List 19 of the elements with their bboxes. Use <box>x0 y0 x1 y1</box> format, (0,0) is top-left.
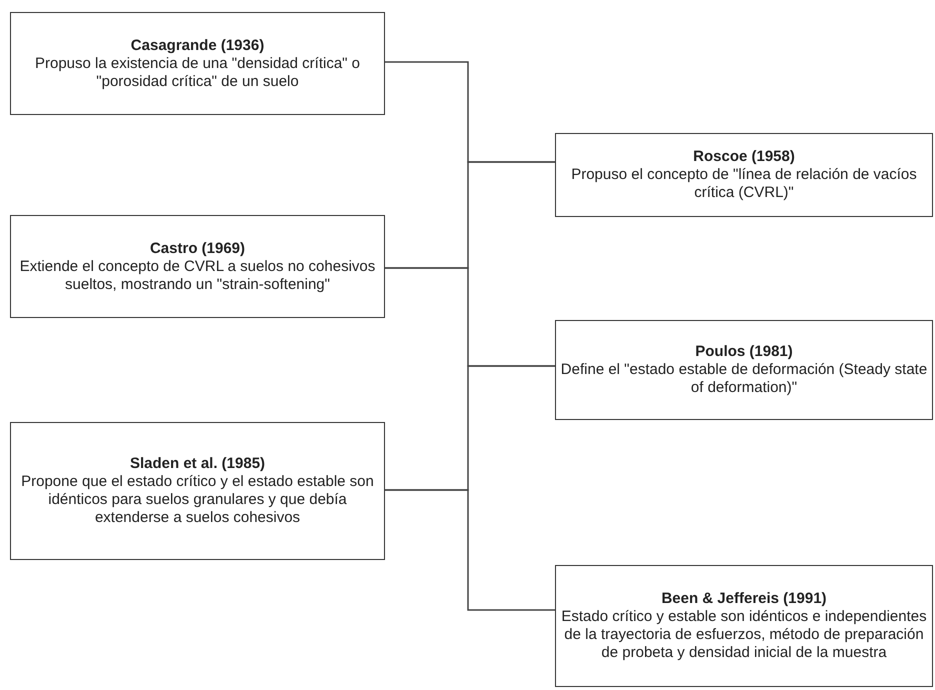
event-description: Propuso el concepto de "línea de relación de vacíos crítica (CVRL)" <box>570 166 918 202</box>
event-box <box>555 320 933 420</box>
event-title: Sladen et al. (1985) <box>130 455 266 473</box>
event-box <box>10 215 385 318</box>
event-title: Poulos (1981) <box>695 343 793 361</box>
event-box <box>555 565 933 687</box>
event-title: Castro (1969) <box>150 240 246 258</box>
event-description: Propuso la existencia de una "densidad crítica" o "porosidad crítica" de un suelo <box>34 54 361 90</box>
event-description: Propone que el estado crítico y el estado estable son idénticos para suelos granulares y que debía extenderse a suelos cohesivos <box>20 473 375 527</box>
event-box <box>555 133 933 217</box>
event-description: Define el "estado estable de deformación (Steady state of deformation)" <box>560 361 928 397</box>
connector-line <box>385 489 555 611</box>
event-box <box>10 12 385 115</box>
event-box <box>10 422 385 560</box>
event-title: Roscoe (1958) <box>693 148 795 166</box>
event-title: Casagrande (1936) <box>130 36 264 54</box>
event-description: Estado crítico y estable son idénticos e independientes de la trayectoria de esfuerzos, método de preparación de probeta y densidad inicial de la muestra <box>560 608 928 662</box>
event-description: Extiende el concepto de CVRL a suelos no cohesivos sueltos, mostrando un "strain-softening" <box>18 258 376 294</box>
event-title: Been & Jeffereis (1991) <box>661 590 827 608</box>
